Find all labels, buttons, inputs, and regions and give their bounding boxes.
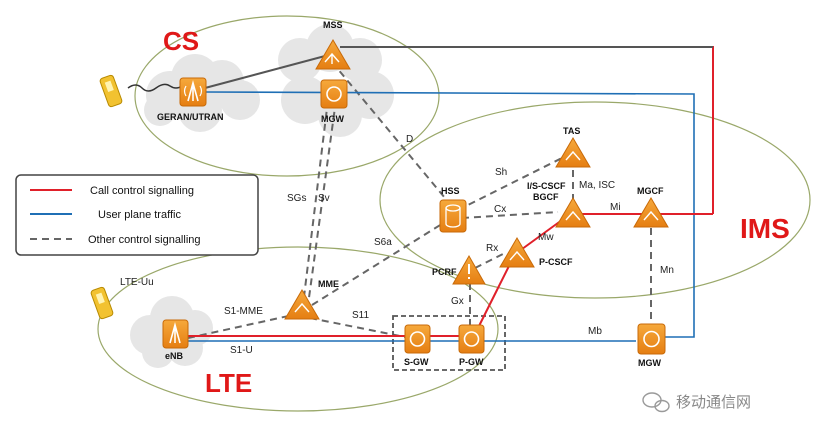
mss-label: MSS (323, 20, 343, 30)
other-control-links (187, 61, 652, 339)
watermark-text: 移动通信网 (676, 393, 751, 411)
legend-other-control-label: Other control signalling (88, 234, 201, 246)
interface-lte-uu-label: LTE-Uu (120, 277, 154, 288)
gateway-icon (326, 86, 342, 102)
pgw-label: P-GW (459, 357, 484, 367)
mss-cloud (278, 24, 394, 137)
mgcf-node (633, 197, 669, 228)
hss-node (439, 199, 467, 233)
mgw-cs-label: MGW (321, 114, 344, 124)
geran-utran-node (179, 77, 207, 107)
interface-mi-label: Mi (610, 202, 621, 213)
interface-sh-label: Sh (495, 167, 507, 178)
switch-icon (509, 250, 525, 261)
pgw-node (458, 324, 485, 354)
watermark: 移动通信网 (642, 392, 751, 413)
interface-s1-mme-label: S1-MME (224, 306, 263, 317)
ims-domain-label: IMS (740, 213, 790, 244)
interface-ma-isc-label: Ma, ISC (579, 180, 615, 191)
legend-user-plane-label: User plane traffic (98, 209, 181, 221)
gateway-icon (409, 331, 426, 347)
mss-node (315, 39, 351, 70)
mgcf-label: MGCF (637, 186, 664, 196)
legend-box (15, 174, 259, 256)
enb-label: eNB (165, 351, 184, 361)
interface-s11-label: S11 (352, 310, 369, 321)
geran-utran-label: GERAN/UTRAN (157, 112, 224, 122)
switch-icon (643, 210, 659, 221)
ue-handset-lte (90, 286, 114, 320)
sgw-label: S-GW (404, 357, 429, 367)
legend-call-control-label: Call control signalling (90, 185, 194, 197)
iscscf-label: I/S-CSCF (527, 181, 566, 191)
mgw-cs-node (320, 79, 348, 109)
switch-icon (565, 210, 581, 221)
interface-s1-u-label: S1-U (230, 345, 253, 356)
legend: Call control signalling User plane traff… (15, 174, 259, 256)
enb-node (162, 319, 189, 349)
user-plane-links (188, 91, 695, 342)
antenna-icon (183, 85, 203, 97)
sgw-node (404, 324, 431, 354)
hss-label: HSS (441, 186, 460, 196)
cs-domain-label: CS (163, 26, 199, 56)
gateway-icon (463, 331, 480, 347)
interface-mw-label: Mw (538, 232, 554, 243)
switch-icon (294, 302, 310, 313)
mgw-ims-label: MGW (638, 358, 661, 368)
pcrf-node (452, 254, 486, 285)
antenna-icon (169, 322, 181, 344)
switch-icon (324, 52, 340, 64)
gateway-icon (643, 330, 660, 348)
interface-mb-label: Mb (588, 326, 602, 337)
lte-domain-outline (97, 246, 499, 412)
interface-sv-label: Sv (318, 193, 330, 204)
bgcf-label: BGCF (533, 192, 559, 202)
ims-domain-outline (379, 101, 811, 299)
pcscf-node (499, 237, 535, 268)
interface-cx-label: Cx (494, 204, 506, 215)
cs-control-links (204, 46, 713, 89)
cs-domain-outline (134, 15, 440, 177)
interface-gx-label: Gx (451, 296, 464, 307)
mgw-ims-node (637, 323, 666, 355)
interface-d-label: D (406, 134, 413, 145)
radio-link (127, 83, 183, 92)
gateway-group-box (392, 315, 506, 371)
pcscf-label: P-CSCF (539, 257, 573, 267)
mme-label: MME (318, 279, 339, 289)
interface-s6a-label: S6a (374, 237, 392, 248)
interface-sgs-label: SGs (287, 193, 306, 204)
switch-icon (565, 150, 581, 161)
pcrf-label: PCRF (432, 267, 457, 277)
tas-label: TAS (563, 126, 580, 136)
interface-mn-label: Mn (660, 265, 674, 276)
wechat-icon (642, 392, 670, 413)
ue-handset-cs (99, 74, 123, 108)
iscscf-node (555, 197, 591, 228)
tas-node (555, 137, 591, 168)
lte-domain-label: LTE (205, 368, 252, 398)
mme-node (284, 289, 320, 320)
interface-rx-label: Rx (486, 243, 498, 254)
